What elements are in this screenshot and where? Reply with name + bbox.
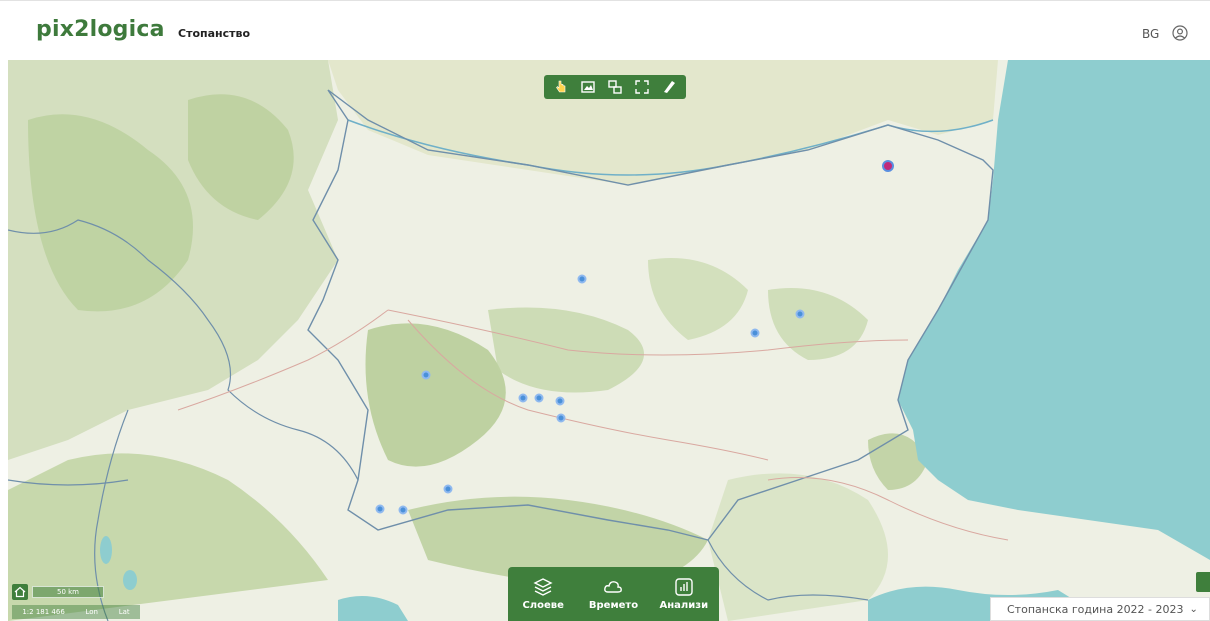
pointer-tool-button[interactable] [551, 77, 571, 97]
pointer-hand-icon [556, 80, 566, 93]
scale-ratio: 1:2 181 466 [22, 608, 65, 616]
chart-icon [675, 578, 693, 596]
compare-icon [608, 80, 622, 94]
app-header: pix2logica Стопанство BG [0, 0, 1210, 60]
fullscreen-icon [635, 80, 649, 94]
bottom-panel: Слоеве Времето Анализи [508, 567, 719, 621]
field-marker[interactable] [555, 396, 565, 406]
home-button[interactable] [12, 584, 28, 600]
compare-tool-button[interactable] [605, 77, 625, 97]
image-select-tool-button[interactable] [578, 77, 598, 97]
chevron-down-icon: ⌄ [1189, 603, 1198, 615]
weather-label: Времето [588, 600, 639, 611]
fullscreen-tool-button[interactable] [632, 77, 652, 97]
language-switch[interactable]: BG [1142, 27, 1160, 41]
field-marker[interactable] [518, 393, 528, 403]
season-value: Стопанска година 2022 - 2023 [1007, 602, 1184, 616]
lon-label: Lon [85, 608, 98, 616]
field-marker[interactable] [443, 484, 453, 494]
nav-item-farm[interactable]: Стопанство [178, 27, 251, 40]
map-scalebar: 50 km [32, 586, 104, 598]
field-marker[interactable] [421, 370, 431, 380]
map-basemap [8, 60, 1210, 621]
field-marker[interactable] [398, 505, 408, 515]
season-selector[interactable]: Стопанска година 2022 - 2023 ⌄ [990, 597, 1210, 621]
layers-label: Слоеве [522, 600, 564, 611]
field-marker-selected[interactable] [882, 160, 894, 172]
lat-label: Lat [118, 608, 130, 616]
map-coordinates: 1:2 181 466 Lon Lat [12, 605, 140, 619]
layers-button[interactable]: Слоеве [511, 577, 575, 611]
field-marker[interactable] [750, 328, 760, 338]
field-marker[interactable] [534, 393, 544, 403]
field-marker[interactable] [795, 309, 805, 319]
ruler-tool-button[interactable] [659, 77, 679, 97]
user-circle-icon[interactable] [1172, 25, 1188, 41]
image-select-icon [581, 81, 595, 93]
map-toolbar [544, 75, 686, 99]
field-marker[interactable] [375, 504, 385, 514]
side-panel-toggle[interactable] [1196, 572, 1210, 592]
layers-icon [533, 578, 553, 596]
app-logo[interactable]: pix2logica [36, 17, 165, 42]
ruler-icon [663, 81, 675, 93]
field-marker[interactable] [556, 413, 566, 423]
map-canvas[interactable]: Слоеве Времето Анализи 50 km 1:2 181 466… [8, 60, 1210, 621]
cloud-icon [604, 581, 623, 593]
analysis-label: Анализи [659, 600, 709, 611]
analysis-button[interactable]: Анализи [652, 577, 716, 611]
field-marker[interactable] [577, 274, 587, 284]
weather-button[interactable]: Времето [581, 577, 645, 611]
home-icon [14, 586, 26, 598]
